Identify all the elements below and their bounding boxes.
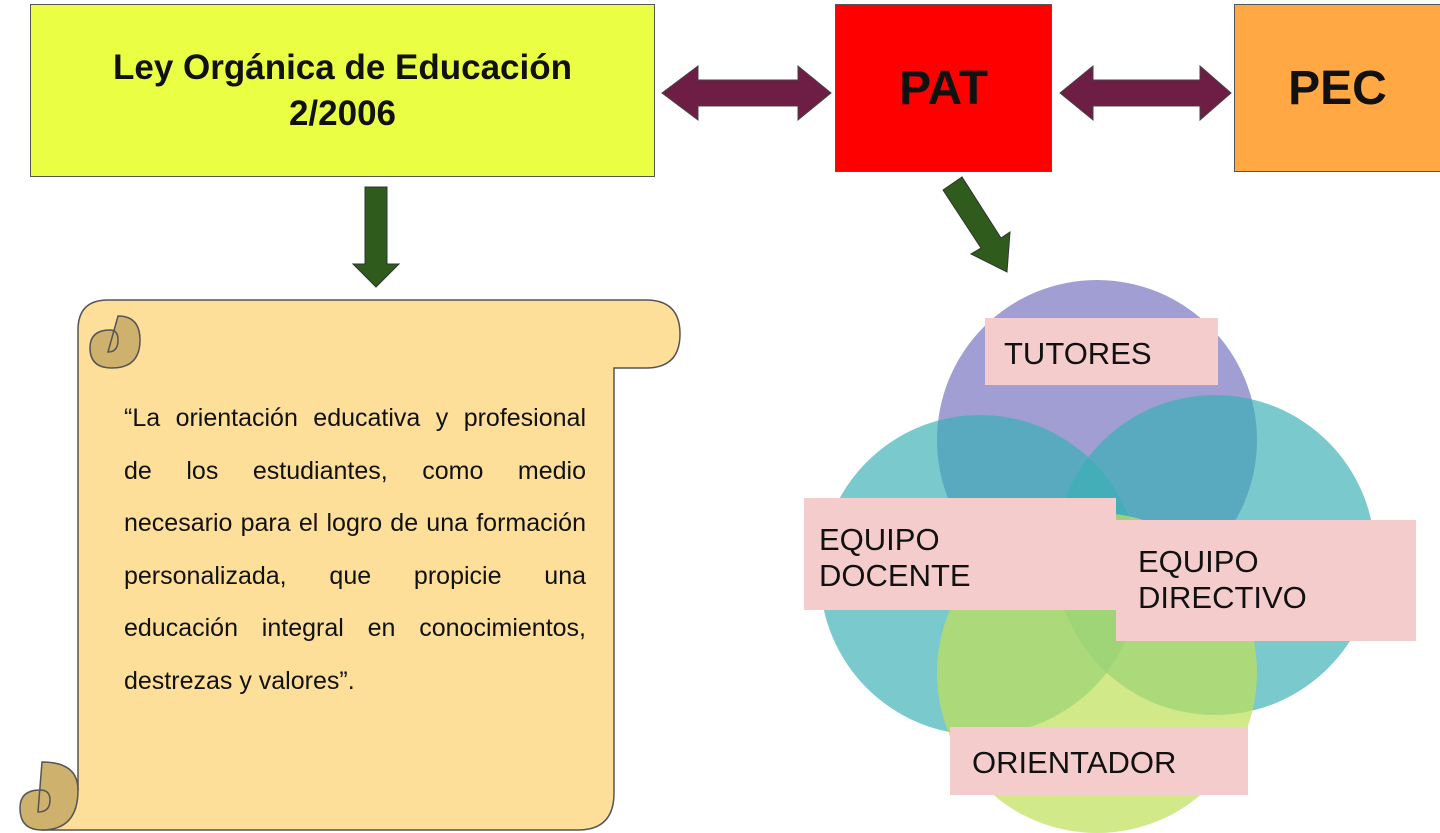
pec-label: PEC bbox=[1288, 61, 1387, 115]
label-docente-line2: DOCENTE bbox=[819, 558, 971, 593]
ley-organica-box: Ley Orgánica de Educación 2/2006 bbox=[30, 4, 655, 177]
label-tutores-text: TUTORES bbox=[1004, 336, 1152, 371]
pat-label: PAT bbox=[899, 61, 988, 115]
scroll-shape bbox=[19, 299, 681, 831]
down-arrow-ley-scroll bbox=[351, 186, 401, 288]
pec-box: PEC bbox=[1234, 4, 1440, 172]
label-equipo-docente: EQUIPO DOCENTE bbox=[804, 498, 1116, 610]
label-directivo-line1: EQUIPO bbox=[1138, 544, 1259, 579]
label-directivo-line2: DIRECTIVO bbox=[1138, 580, 1307, 615]
pat-box: PAT bbox=[835, 4, 1052, 172]
label-equipo-directivo: EQUIPO DIRECTIVO bbox=[1116, 520, 1416, 641]
diagonal-arrow-pat-venn bbox=[942, 176, 1011, 273]
double-arrow-pat-pec bbox=[1059, 64, 1232, 122]
ley-title-line1: Ley Orgánica de Educación bbox=[112, 47, 573, 87]
double-arrow-ley-pat bbox=[661, 64, 832, 122]
label-tutores: TUTORES bbox=[985, 318, 1218, 385]
scroll-quote-text: “La orientación educativa y profesional … bbox=[124, 404, 586, 695]
ley-title-line2: 2/2006 bbox=[288, 93, 397, 133]
label-orientador: ORIENTADOR bbox=[950, 727, 1248, 795]
label-orientador-text: ORIENTADOR bbox=[972, 745, 1177, 780]
label-docente-line1: EQUIPO bbox=[819, 522, 940, 557]
